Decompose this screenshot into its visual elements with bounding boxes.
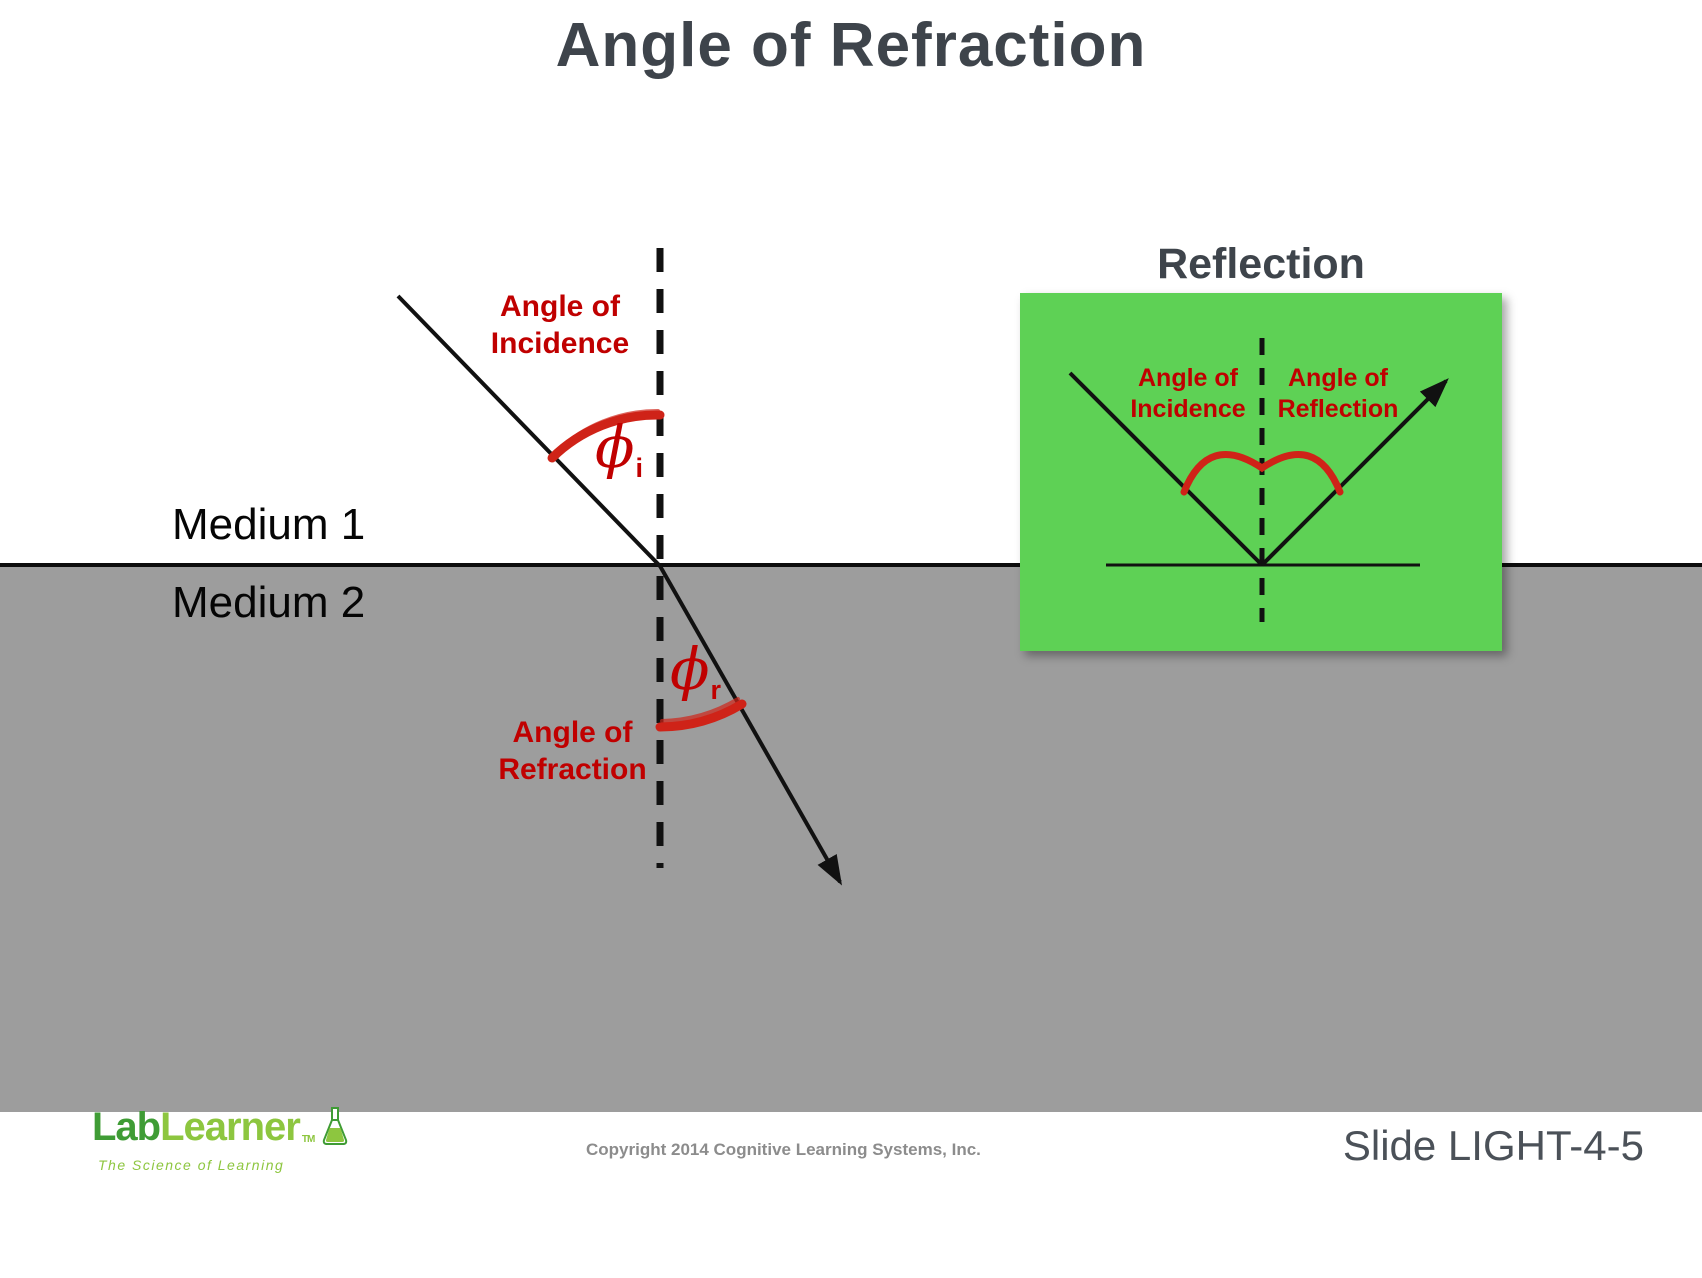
phi-i-symbol: ϕi [595, 418, 643, 483]
logo-lab-text: Lab [92, 1105, 161, 1149]
inset-incidence-line2: Incidence [1130, 395, 1246, 423]
media-boundary-line [0, 563, 1702, 567]
reflection-inset-box [1020, 293, 1502, 651]
inset-angle-of-incidence-label: Angle of Incidence [1113, 363, 1263, 425]
medium2-label: Medium 2 [172, 578, 366, 627]
inset-angle-of-reflection-label: Angle of Reflection [1263, 363, 1413, 425]
logo-trademark: TM [301, 1134, 315, 1145]
phi-i-subscript: i [635, 453, 644, 483]
reflection-inset-title: Reflection [1157, 240, 1365, 288]
phi-glyph: ϕ [670, 635, 710, 703]
slide-number-label: Slide LIGHT-4-5 [1342, 1122, 1644, 1169]
angle-of-incidence-line1: Angle of [500, 290, 620, 323]
logo-tagline: The Science of Learning [98, 1157, 285, 1173]
phi-glyph: ϕ [595, 413, 635, 481]
angle-of-refraction-line1: Angle of [512, 716, 633, 749]
inset-reflection-line2: Reflection [1277, 395, 1399, 423]
logo-learner-text: Learner [160, 1105, 301, 1149]
phi-r-symbol: ϕr [670, 640, 721, 705]
angle-of-refraction-label: Angle of Refraction [465, 714, 680, 788]
inset-reflection-line1: Angle of [1288, 364, 1388, 392]
angle-of-incidence-label: Angle of Incidence [455, 288, 665, 362]
copyright-text: Copyright 2014 Cognitive Learning System… [586, 1140, 981, 1159]
angle-of-incidence-line2: Incidence [490, 327, 630, 360]
medium2-region [0, 566, 1702, 1112]
page-title: Angle of Refraction [555, 11, 1147, 80]
angle-of-refraction-line2: Refraction [498, 753, 647, 786]
inset-incidence-line1: Angle of [1138, 364, 1238, 392]
phi-r-subscript: r [710, 675, 722, 705]
lablearner-flask-icon [323, 1107, 348, 1145]
medium1-label: Medium 1 [172, 500, 366, 549]
